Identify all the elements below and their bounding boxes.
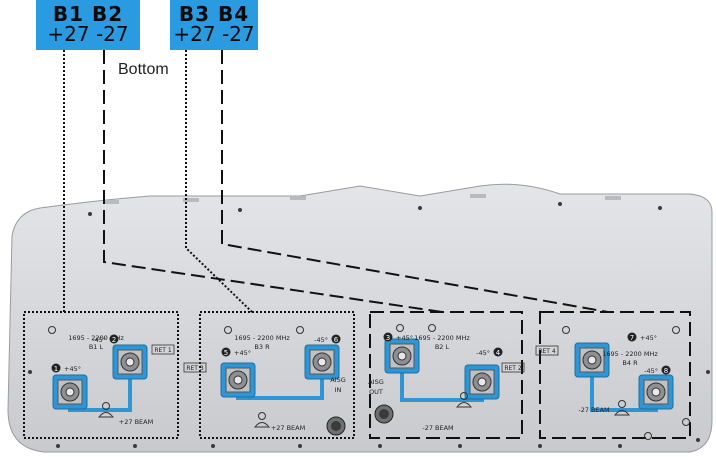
screw-icon [296, 326, 304, 334]
section-1-port-b-number: 2 [112, 336, 116, 344]
section-3-ret-frame [501, 362, 525, 373]
section-4-band-text: 1695 - 2200 MHz [602, 350, 658, 358]
section-4-beam-label: -27 BEAM [578, 406, 609, 414]
screw-icon [644, 432, 652, 440]
section-4-user-icon [613, 400, 631, 416]
section-4-port-b-pol: -45° [644, 367, 658, 375]
screw-icon [48, 326, 56, 334]
label-b1-b2: B1 B2 +27 -27 [36, 0, 140, 50]
section-3-port-a-pol: +45° [396, 334, 413, 342]
screw-icon [396, 324, 404, 332]
section-1-ret-label: RET 1 [154, 347, 172, 354]
section-2-port-b-pol: -45° [314, 336, 328, 344]
section-3-aisg-connector [374, 404, 394, 424]
section-2-user-icon [253, 412, 271, 428]
section-box-b4 [539, 311, 691, 439]
section-1-beam-label: +27 BEAM [119, 418, 153, 426]
bottom-label: Bottom [118, 61, 169, 78]
section-box-b3 [199, 311, 355, 439]
section-3-band-text: 1695 - 2200 MHz [414, 334, 470, 342]
section-2-band-text: 1695 - 2200 MHz [234, 334, 290, 342]
screw-icon [672, 326, 680, 334]
section-3-sub-text: B2 L [435, 343, 450, 351]
section-3-port-a-connector [384, 338, 420, 374]
section-4-port-b-number: 8 [664, 367, 668, 375]
section-4-ret-frame [535, 345, 559, 356]
section-1-band-text: 1695 - 2200 MHz [68, 334, 124, 342]
section-4-ret-label: RET 4 [538, 348, 556, 355]
section-2-ret-frame [183, 362, 207, 373]
section-1-sub-text: B1 L [89, 343, 104, 351]
section-3-port-b-connector [464, 364, 500, 400]
route-b4 [221, 50, 609, 313]
section-4-port-a-number-badge [627, 332, 637, 342]
route-b3 [185, 50, 253, 313]
section-3-port-b-number: 4 [496, 349, 501, 357]
section-2-beam-label: +27 BEAM [271, 424, 305, 432]
section-2-port-a-pol: +45° [234, 349, 251, 357]
section-4-port-a-connector [574, 342, 610, 378]
section-1-port-a-number: 1 [54, 365, 58, 373]
label-b3-b4: B3 B4 +27 -27 [170, 0, 258, 50]
section-3-beam-label: -27 BEAM [422, 424, 453, 432]
section-4-port-a-pol: +45° [640, 334, 657, 342]
section-box-b1 [23, 311, 179, 439]
section-2-port-a-connector [220, 362, 256, 398]
section-1-port-a-pol: +45° [64, 365, 81, 373]
section-2-port-b-connector [304, 344, 340, 380]
section-3-port-a-number: 3 [386, 334, 390, 342]
screw-icon [224, 326, 232, 334]
section-1-user-icon [97, 402, 115, 418]
section-1-port-b-pol: -45° [92, 336, 106, 344]
label-b1-b2-bands: B1 B2 [52, 2, 124, 26]
section-4-port-b-number-badge [661, 365, 671, 375]
screw-icon [562, 326, 570, 334]
section-4-port-b-connector [638, 374, 674, 410]
label-b3-b4-tilts: +27 -27 [173, 22, 255, 46]
section-3-port-a-number-badge [383, 332, 393, 342]
route-b2 [103, 50, 443, 313]
section-3-aisg-label: AISG [368, 378, 384, 386]
antenna-bottom-panel [7, 183, 713, 453]
section-2-port-b-number-badge [331, 334, 341, 344]
section-4-port-a-number: 7 [630, 334, 634, 342]
section-1-port-b-number-badge [109, 334, 119, 344]
section-box-b2 [369, 311, 523, 439]
section-2-port-a-number-badge [221, 347, 231, 357]
screw-icon [428, 324, 436, 332]
section-3-aisg-dir: OUT [369, 388, 383, 396]
section-1-port-a-connector [52, 374, 88, 410]
section-2-aisg-dir: IN [335, 386, 342, 394]
label-b1-b2-tilts: +27 -27 [47, 22, 129, 46]
section-4-sub-text: B4 R [622, 359, 638, 367]
section-1-port-b-connector [112, 344, 148, 380]
section-2-port-b-number: 6 [334, 336, 339, 344]
section-2-ret-label: RET 3 [186, 365, 204, 372]
section-2-sub-text: B3 R [254, 343, 270, 351]
label-b3-b4-bands: B3 B4 [178, 2, 250, 26]
section-1-port-a-number-badge [51, 363, 61, 373]
section-2-port-a-number: 5 [224, 349, 228, 357]
section-3-port-b-number-badge [493, 347, 503, 357]
section-3-ret-label: RET 2 [504, 365, 522, 372]
section-3-port-b-pol: -45° [476, 349, 490, 357]
section-2-aisg-connector [326, 416, 346, 436]
section-3-user-icon [455, 392, 473, 408]
screw-icon [682, 418, 690, 426]
section-1-ret-frame [151, 344, 175, 355]
section-2-aisg-label: AISG [330, 376, 346, 384]
